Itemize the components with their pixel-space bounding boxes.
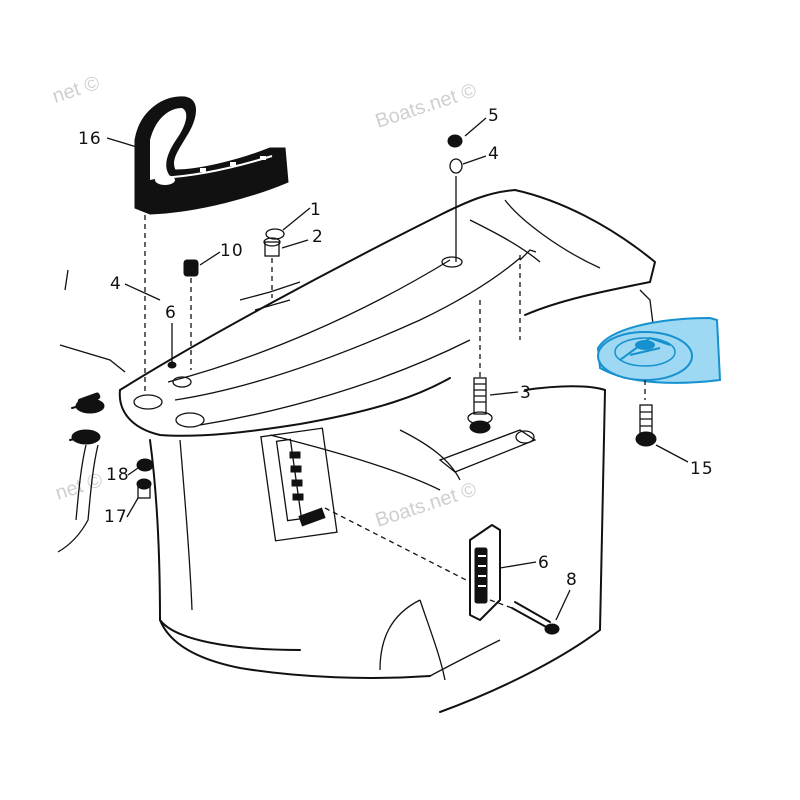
callout-label: 15 <box>690 459 714 479</box>
callout-label: 17 <box>104 507 128 527</box>
part-18-washer-icon[interactable] <box>136 458 154 472</box>
watermark: Boats.net © <box>373 79 480 132</box>
part-2-plug-icon[interactable] <box>263 237 281 257</box>
callout-label: 16 <box>78 129 102 149</box>
callout-label: 4 <box>488 144 500 164</box>
callout-label: 6 <box>165 303 177 323</box>
lower-unit-housing <box>57 189 656 713</box>
callout-label: 18 <box>106 465 130 485</box>
part-8-bolt-icon[interactable] <box>511 601 560 635</box>
part-10-plug-icon[interactable] <box>183 259 199 277</box>
callout-label: 4 <box>110 274 122 294</box>
watermark: net © <box>50 72 103 108</box>
callout-label: 6 <box>538 553 550 573</box>
part-16-cover-icon[interactable] <box>134 96 289 215</box>
callout-label: 1 <box>310 200 322 220</box>
part-15-bolt-icon[interactable] <box>635 404 657 447</box>
anode-plate-icon[interactable] <box>596 316 722 384</box>
watermark: Boats.net © <box>373 478 480 531</box>
callout-label: 5 <box>488 106 500 126</box>
part-6-trim-tab-icon[interactable] <box>469 524 501 621</box>
callout-label: 8 <box>566 570 578 590</box>
callout-label: 3 <box>520 383 532 403</box>
callout-label: 10 <box>220 241 244 261</box>
callout-label: 2 <box>312 227 324 247</box>
part-17-bolt-icon[interactable] <box>136 478 152 499</box>
part-5-nut-icon[interactable] <box>447 134 463 148</box>
part-4-washer-icon[interactable] <box>449 158 463 174</box>
part-1-washer-icon[interactable] <box>265 228 285 240</box>
part-3-stud-icon[interactable] <box>467 377 493 434</box>
